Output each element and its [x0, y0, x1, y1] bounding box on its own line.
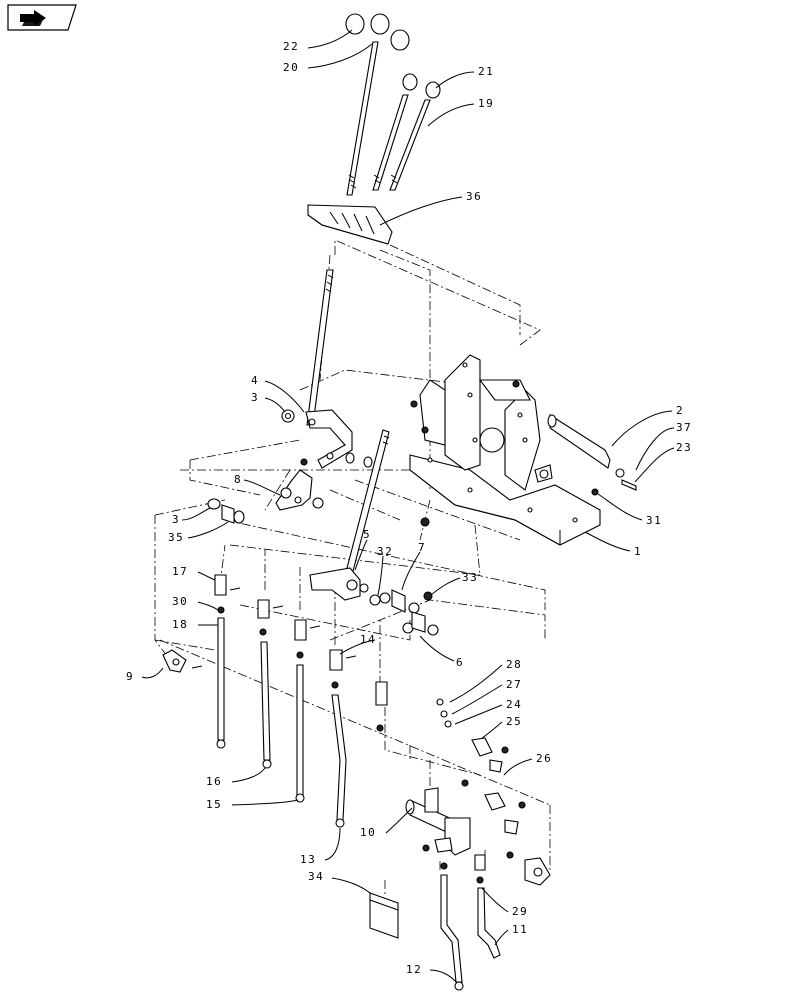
callout-24: 24: [506, 698, 522, 711]
leader-lines: [141, 29, 675, 983]
callout-16: 16: [206, 775, 222, 788]
callout-36: 36: [466, 190, 482, 203]
callout-9: 9: [126, 670, 134, 683]
cables: [162, 574, 452, 828]
callout-7: 7: [418, 541, 426, 554]
callout-27: 27: [506, 678, 522, 691]
callout-4: 4: [251, 374, 259, 387]
callout-35: 35: [168, 531, 184, 544]
callout-2: 2: [676, 404, 684, 417]
callout-19: 19: [478, 97, 494, 110]
callout-26: 26: [536, 752, 552, 765]
callout-32: 32: [377, 545, 393, 558]
callout-17: 17: [172, 565, 188, 578]
callout-25: 25: [506, 715, 522, 728]
callout-12: 12: [406, 963, 422, 976]
callout-3-top: 3: [251, 391, 259, 404]
callout-23: 23: [676, 441, 692, 454]
lower-assembly: [369, 737, 551, 991]
callout-34: 34: [308, 870, 324, 883]
callout-6: 6: [456, 656, 464, 669]
callout-31: 31: [646, 514, 662, 527]
callout-13: 13: [300, 853, 316, 866]
main-frame-1: [409, 354, 637, 546]
callout-29: 29: [512, 905, 528, 918]
callout-33: 33: [462, 571, 478, 584]
callout-18: 18: [172, 618, 188, 631]
callout-11: 11: [512, 923, 528, 936]
callout-15: 15: [206, 798, 222, 811]
callout-21: 21: [478, 65, 494, 78]
pivot-assemblies: [207, 458, 439, 636]
callout-37: 37: [676, 421, 692, 434]
callout-8: 8: [234, 473, 242, 486]
control-levers: [306, 13, 441, 576]
callout-30: 30: [172, 595, 188, 608]
callout-3-mid: 3: [172, 513, 180, 526]
callout-10: 10: [360, 826, 376, 839]
callout-labels: 22 20 21 19 36 4 3 2 37 23 8 3 35 31 1 5…: [126, 40, 692, 976]
callout-14: 14: [360, 633, 376, 646]
bracket-4: [281, 409, 373, 469]
callout-1: 1: [634, 545, 642, 558]
callout-28: 28: [506, 658, 522, 671]
callout-20: 20: [283, 61, 299, 74]
next-page-arrow-icon[interactable]: [7, 4, 77, 31]
callout-5: 5: [363, 528, 371, 541]
callout-22: 22: [283, 40, 299, 53]
